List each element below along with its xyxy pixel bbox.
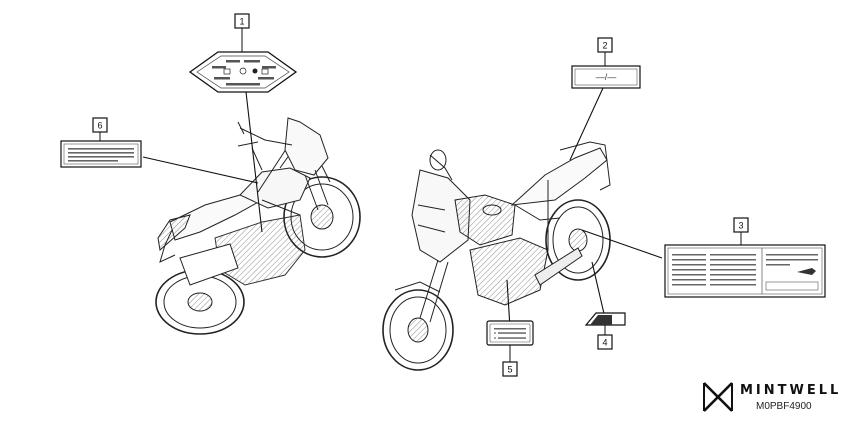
motorcycle-front-view	[382, 141, 611, 371]
callout-6-number: 6	[97, 121, 102, 131]
motorcycle-rear-view	[155, 117, 361, 335]
brand-name: MINTWELL	[740, 383, 842, 398]
label-5-plate	[486, 320, 534, 346]
label-6-plate	[60, 140, 142, 168]
label-4-plate	[584, 312, 626, 326]
callout-1-number: 1	[239, 17, 244, 27]
diagram-code: M0PBF4900	[756, 401, 812, 412]
callout-5-number: 5	[507, 365, 512, 375]
callout-3-number: 3	[738, 221, 743, 231]
callout-2: 2	[597, 37, 613, 66]
leader-lines	[142, 87, 663, 345]
label-2-text: —/—	[596, 72, 617, 82]
callout-1: 1	[234, 13, 250, 52]
brand-logo-icon	[703, 382, 733, 412]
callout-5: 5	[502, 345, 518, 377]
label-1-plate	[188, 51, 298, 93]
callout-3: 3	[733, 217, 749, 245]
label-2-plate: —/—	[571, 65, 641, 89]
callout-2-number: 2	[602, 41, 607, 51]
callout-4-number: 4	[602, 338, 607, 348]
key-icon	[797, 268, 816, 275]
label-3-plate	[664, 244, 826, 298]
callout-4: 4	[597, 325, 613, 350]
callout-6: 6	[92, 117, 108, 141]
